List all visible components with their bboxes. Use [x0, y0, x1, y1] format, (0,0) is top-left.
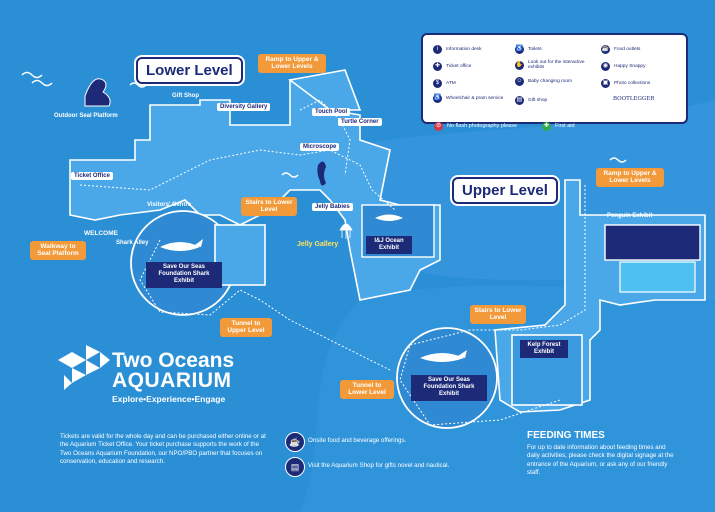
- upper-level-title: Upper Level: [452, 177, 558, 204]
- lower-shark-annex: [214, 224, 266, 286]
- upper-save-seas-label[interactable]: Save Our Seas Foundation Shark Exhibit: [411, 375, 487, 401]
- tickets-info-text: Tickets are valid for the whole day and …: [60, 433, 266, 466]
- upper-tunnel-tag: Tunnel to Lower Level: [340, 380, 394, 399]
- legend-item: ♿Wheelchair & pram service: [433, 94, 504, 103]
- toilets-icon: ♿: [515, 45, 524, 54]
- lower-stairs-tag: Stairs to Lower Level: [241, 197, 297, 216]
- food-outlets-icon: ☕: [601, 45, 610, 54]
- gift-shop-label[interactable]: Gift Shop: [172, 93, 199, 99]
- legend-item: ♿Toilets: [515, 45, 542, 54]
- photo-collections-icon: ▣: [601, 79, 610, 88]
- penguin-pool: [619, 261, 696, 293]
- seahorse-icon: [317, 161, 326, 186]
- legend-item: ◉Happy Snappy: [601, 62, 646, 71]
- visitors-centre-label[interactable]: Visitors' Centre: [147, 202, 191, 208]
- legend-item: ✋Look out for the interactive exhibits: [515, 60, 585, 71]
- diversity-gallery-label[interactable]: Diversity Gallery: [217, 103, 271, 111]
- brand-tagline: Explore•Experience•Engage: [112, 394, 226, 404]
- interactive-icon: ✋: [515, 60, 524, 70]
- lower-ramp-tag: Ramp to Upper & Lower Levels: [258, 54, 326, 73]
- happy-snappy-icon: ◉: [601, 62, 610, 71]
- food-info-text: Onsite food and beverage offerings.: [308, 437, 407, 444]
- iej-ocean-label[interactable]: I&J Ocean Exhibit: [366, 236, 412, 255]
- outdoor-seal-label[interactable]: Outdoor Seal Platform: [54, 113, 118, 119]
- jelly-gallery-label[interactable]: Jelly Gallery: [297, 241, 339, 248]
- kelp-forest-label[interactable]: Kelp Forest Exhibit: [520, 340, 568, 359]
- legend-item: ☺Baby changing room: [515, 77, 572, 86]
- walkway-seal-tag: Walkway to Seal Platform: [30, 241, 86, 260]
- legend-item: ☕Food outlets: [601, 45, 641, 54]
- welcome-label: WELCOME: [84, 230, 118, 237]
- first-aid-notice: ✚First aid: [542, 122, 575, 131]
- feeding-times-text: For up to date information about feeding…: [527, 444, 674, 477]
- lower-level-floorplan: [69, 69, 441, 301]
- turtle-corner-label[interactable]: Turtle Corner: [338, 118, 382, 126]
- atm-icon: $: [433, 79, 442, 88]
- first-aid-icon: ✚: [542, 122, 551, 131]
- gift-icon: ▤: [285, 457, 305, 477]
- legend-item: $ATM: [433, 79, 508, 88]
- lower-tunnel-tag: Tunnel to Upper Level: [220, 318, 272, 337]
- microscope-label[interactable]: Microscope: [300, 143, 340, 151]
- legend-item: ✚Ticket office: [433, 62, 472, 71]
- lower-level-title: Lower Level: [136, 57, 243, 84]
- seal-icon: [84, 78, 111, 107]
- no-flash-icon: ⊘: [434, 122, 443, 131]
- upper-ramp-tag: Ramp to Upper & Lower Levels: [596, 168, 664, 187]
- legend-item: ▤Gift shop: [515, 96, 548, 105]
- aquarium-logo-fish: [58, 345, 110, 390]
- upper-stairs-tag: Stairs to Lower Level: [470, 305, 526, 324]
- info-icon: i: [433, 45, 442, 54]
- penguin-exhibit-label[interactable]: Penguin Exhibit: [607, 213, 653, 219]
- shark-icons: [160, 214, 467, 362]
- shop-info-text: Visit the Aquarium Shop for gifts novel …: [308, 462, 450, 469]
- gift-shop-icon: ▤: [515, 96, 524, 105]
- lower-save-seas-label[interactable]: Save Our Seas Foundation Shark Exhibit: [146, 262, 222, 288]
- no-flash-notice: ⊘No flash photography please: [434, 122, 518, 131]
- jelly-babies-label[interactable]: Jelly Babies: [312, 203, 353, 211]
- legend-item: ▣Photo collections: [601, 79, 651, 88]
- feeding-times-title: FEEDING TIMES: [527, 430, 605, 441]
- brand-name-line2: AQUARIUM: [112, 369, 232, 392]
- jellyfish-icon: [339, 223, 353, 239]
- baby-change-icon: ☺: [515, 77, 524, 86]
- ticket-office-label[interactable]: Ticket Office: [71, 172, 113, 180]
- penguin-enclosure: [604, 224, 701, 261]
- walking-routes: [79, 99, 586, 426]
- ticket-icon: ✚: [433, 62, 442, 71]
- bootlegger-logo: BOOTLEGGER: [613, 96, 655, 102]
- shark-alley-label[interactable]: Shark Alley: [116, 240, 149, 246]
- wave-decoration: [21, 71, 627, 178]
- brand-name-line1: Two Oceans: [112, 349, 235, 372]
- coffee-cup-icon: ☕: [285, 432, 305, 452]
- touch-pool-label[interactable]: Touch Pool: [312, 108, 351, 116]
- wheelchair-icon: ♿: [433, 94, 442, 103]
